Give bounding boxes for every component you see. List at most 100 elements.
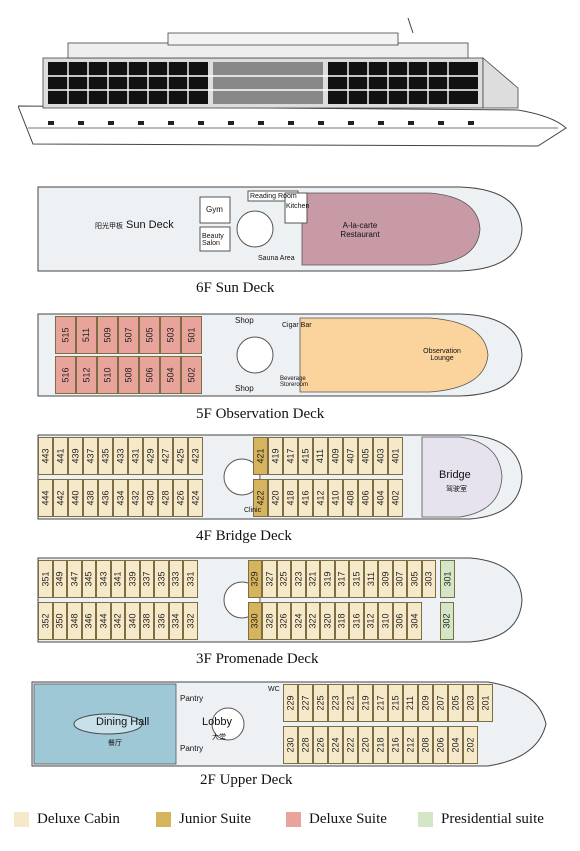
cabin-346: 346 — [81, 602, 96, 640]
legend-presidential-suite: Presidential suite — [418, 811, 544, 828]
cabin-429: 429 — [143, 437, 158, 475]
legend-label: Deluxe Suite — [309, 811, 387, 827]
deck-2f-plan: Dining Hall 餐厅 Pantry Pantry Lobby 大堂 WC… — [28, 680, 548, 768]
cabin-338: 338 — [139, 602, 154, 640]
cabin-221: 221 — [343, 684, 358, 722]
cabin-428: 428 — [158, 479, 173, 517]
cabin-440: 440 — [68, 479, 83, 517]
cabin-202: 202 — [463, 726, 478, 764]
cabin-211: 211 — [403, 684, 418, 722]
cabin-407: 407 — [343, 437, 358, 475]
cabin-203: 203 — [463, 684, 478, 722]
cabin-430: 430 — [143, 479, 158, 517]
cabin-230: 230 — [283, 726, 298, 764]
cabin-319: 319 — [320, 560, 335, 598]
pantry-top-label: Pantry — [180, 694, 204, 703]
cabin-352: 352 — [38, 602, 53, 640]
ship-side-view — [18, 18, 567, 147]
cabin-506: 506 — [139, 356, 160, 394]
wc-label: WC — [268, 686, 280, 693]
cabin-401: 401 — [388, 437, 403, 475]
cabin-323: 323 — [291, 560, 306, 598]
cabin-345: 345 — [81, 560, 96, 598]
deck-6f-outline — [37, 186, 523, 272]
cabin-516: 516 — [55, 356, 76, 394]
cabin-204: 204 — [448, 726, 463, 764]
cabin-420: 420 — [268, 479, 283, 517]
legend-junior-suite: Junior Suite — [156, 811, 251, 828]
cabin-228: 228 — [298, 726, 313, 764]
cabin-425: 425 — [173, 437, 188, 475]
cabin-504: 504 — [160, 356, 181, 394]
sauna-area-label: Sauna Area — [258, 255, 295, 262]
cabin-435: 435 — [98, 437, 113, 475]
cabin-209: 209 — [418, 684, 433, 722]
sun-deck-label: Sun Deck — [126, 219, 174, 231]
cabin-512: 512 — [76, 356, 97, 394]
cabin-402: 402 — [388, 479, 403, 517]
kitchen-label: Kitchen — [286, 203, 310, 210]
legend-label: Deluxe Cabin — [37, 811, 120, 827]
restaurant-label: A-la-carte Restaurant — [340, 221, 380, 239]
cabin-349: 349 — [52, 560, 67, 598]
cabin-441: 441 — [53, 437, 68, 475]
legend-swatch — [418, 812, 433, 827]
shop-bottom-label: Shop — [235, 384, 254, 393]
cabin-207: 207 — [433, 684, 448, 722]
cabin-305: 305 — [407, 560, 422, 598]
cabin-341: 341 — [110, 560, 125, 598]
cabin-304: 304 — [407, 602, 422, 640]
clinic-label: Clinic — [244, 507, 262, 514]
cabin-307: 307 — [392, 560, 407, 598]
cabin-320: 320 — [320, 602, 335, 640]
lobby-cn-label: 大堂 — [212, 734, 226, 741]
beauty-salon-label: Beauty Salon — [202, 233, 224, 247]
cabin-412: 412 — [313, 479, 328, 517]
cigar-bar-label: Cigar Bar — [282, 322, 312, 329]
cabin-229: 229 — [283, 684, 298, 722]
bridge-label: Bridge — [439, 469, 471, 481]
legend-label: Presidential suite — [441, 811, 544, 827]
cabin-406: 406 — [358, 479, 373, 517]
gym-label: Gym — [206, 205, 223, 214]
cabin-329: 329 — [247, 560, 262, 598]
cabin-220: 220 — [358, 726, 373, 764]
cabin-227: 227 — [298, 684, 313, 722]
cabin-344: 344 — [96, 602, 111, 640]
cabin-303: 303 — [421, 560, 436, 598]
cabin-439: 439 — [68, 437, 83, 475]
cabin-216: 216 — [388, 726, 403, 764]
cabin-226: 226 — [313, 726, 328, 764]
cabin-351: 351 — [38, 560, 53, 598]
cabin-424: 424 — [188, 479, 203, 517]
cabin-443: 443 — [38, 437, 53, 475]
cabin-310: 310 — [378, 602, 393, 640]
cabin-436: 436 — [98, 479, 113, 517]
cabin-442: 442 — [53, 479, 68, 517]
cabin-340: 340 — [125, 602, 140, 640]
bridge-cn-label: 驾驶室 — [446, 486, 467, 493]
cabin-410: 410 — [328, 479, 343, 517]
cabin-309: 309 — [378, 560, 393, 598]
cabin-417: 417 — [283, 437, 298, 475]
cabin-325: 325 — [276, 560, 291, 598]
cabin-405: 405 — [358, 437, 373, 475]
deck-4f-caption: 4F Bridge Deck — [196, 528, 292, 544]
cabin-509: 509 — [97, 316, 118, 354]
cabin-331: 331 — [183, 560, 198, 598]
cabin-515: 515 — [55, 316, 76, 354]
sun-deck-cn-label: 阳光甲板 — [95, 223, 123, 230]
cabin-502: 502 — [181, 356, 202, 394]
deck-2f-caption: 2F Upper Deck — [200, 772, 293, 788]
cabin-501: 501 — [181, 316, 202, 354]
cabin-444: 444 — [38, 479, 53, 517]
reading-room-label: Reading Room — [250, 193, 297, 200]
cabin-434: 434 — [113, 479, 128, 517]
cabin-215: 215 — [388, 684, 403, 722]
cabin-507: 507 — [118, 316, 139, 354]
